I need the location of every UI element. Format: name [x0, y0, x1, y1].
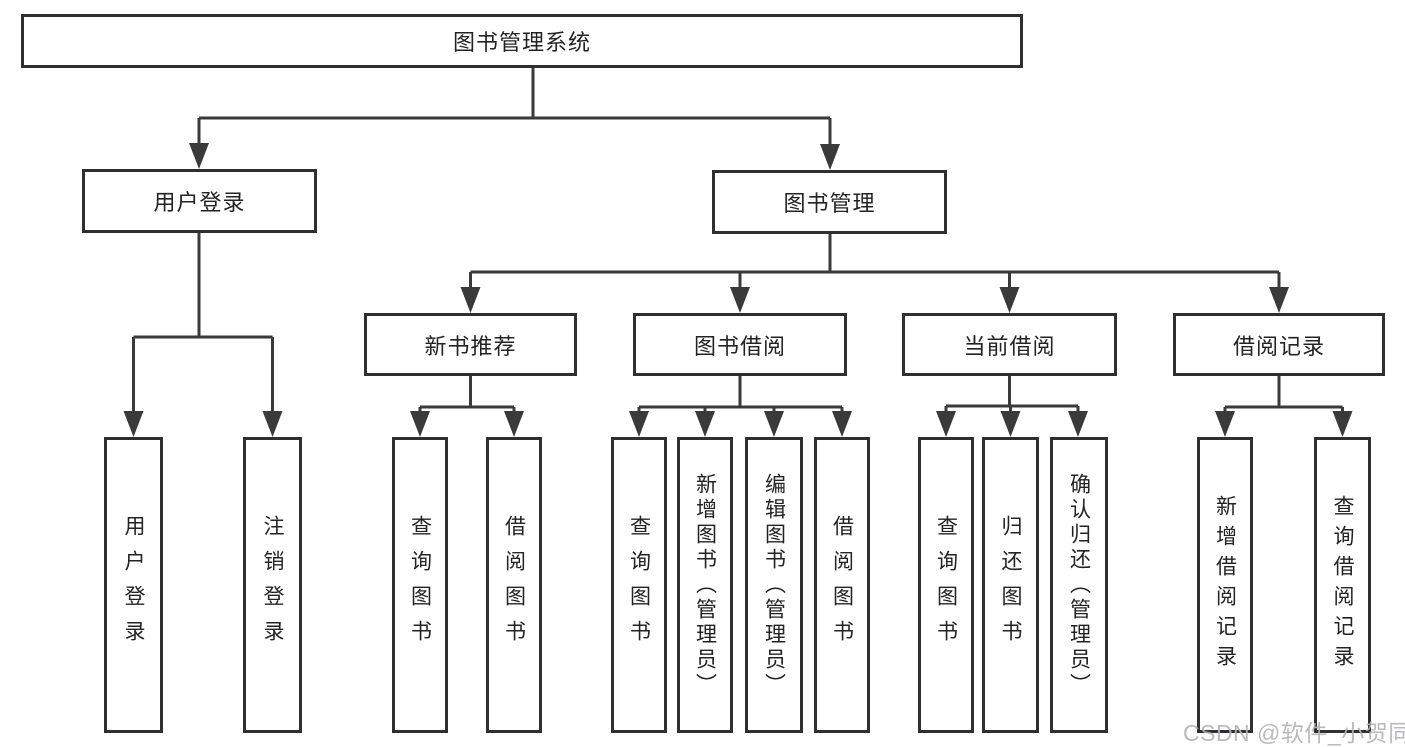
leaf-borrow-books: 借阅图书	[814, 437, 870, 733]
arrowhead-icon	[189, 143, 840, 170]
leaf-query-books-borrow: 查询图书	[611, 437, 667, 733]
leaf-logout-label: 注销登录	[261, 515, 284, 655]
node-current-borrow: 当前借阅	[902, 313, 1117, 376]
leaf-logout: 注销登录	[243, 437, 302, 733]
connector-book-borrow-children	[637, 376, 844, 418]
leaf-query-borrow-record-label: 查询借阅记录	[1331, 495, 1354, 675]
leaf-add-borrow-record: 新增借阅记录	[1197, 437, 1253, 733]
node-current-borrow-label: 当前借阅	[963, 333, 1056, 359]
connector-new-book-recommend-children	[418, 376, 516, 418]
arrowhead-icon	[123, 411, 1353, 437]
csdn-watermark: CSDN @软件_小贺同学	[1183, 720, 1405, 746]
leaf-return-books-label: 归还图书	[999, 515, 1022, 655]
node-root: 图书管理系统	[21, 14, 1023, 68]
leaf-query-books-recommend-label: 查询图书	[408, 515, 432, 655]
leaf-borrow-books-label: 借阅图书	[830, 515, 854, 655]
node-user-login-label: 用户登录	[153, 190, 246, 215]
leaf-query-books-borrow-label: 查询图书	[627, 515, 651, 655]
node-user-login: 用户登录	[82, 169, 317, 233]
leaf-add-books-admin-label: 新增图书（管理员）	[693, 472, 717, 698]
leaf-user-login-label: 用户登录	[122, 515, 145, 655]
node-book-borrow-label: 图书借阅	[693, 333, 786, 359]
arrowhead-icon	[460, 287, 1289, 313]
leaf-borrow-books-recommend-label: 借阅图书	[502, 515, 526, 655]
node-book-management: 图书管理	[712, 170, 947, 234]
node-book-management-label: 图书管理	[783, 191, 876, 216]
leaf-user-login: 用户登录	[104, 437, 163, 733]
leaf-add-books-admin: 新增图书（管理员）	[677, 437, 733, 733]
leaf-edit-books-admin-label: 编辑图书（管理员）	[762, 472, 786, 698]
leaf-confirm-return-admin: 确认归还（管理员）	[1050, 437, 1108, 733]
leaf-query-books-current: 查询图书	[918, 437, 974, 733]
leaf-query-books-recommend: 查询图书	[392, 437, 448, 733]
leaf-add-borrow-record-label: 新增借阅记录	[1213, 495, 1237, 675]
connector-book-management-children	[469, 234, 1281, 294]
leaf-query-books-current-label: 查询图书	[934, 515, 958, 655]
leaf-return-books: 归还图书	[982, 437, 1039, 733]
node-new-book-recommend-label: 新书推荐	[424, 333, 517, 359]
node-book-borrow: 图书借阅	[633, 313, 847, 376]
leaf-edit-books-admin: 编辑图书（管理员）	[745, 437, 803, 733]
node-borrow-records-label: 借阅记录	[1232, 333, 1325, 359]
connector-borrow-records-children	[1223, 376, 1344, 418]
leaf-query-borrow-record: 查询借阅记录	[1314, 437, 1371, 733]
leaf-confirm-return-admin-label: 确认归还（管理员）	[1067, 472, 1091, 698]
leaf-borrow-books-recommend: 借阅图书	[486, 437, 542, 733]
connector-root-to-level2	[197, 68, 832, 151]
node-root-label: 图书管理系统	[452, 30, 591, 55]
node-borrow-records: 借阅记录	[1173, 313, 1385, 376]
connector-user-login-children	[132, 233, 274, 418]
node-new-book-recommend: 新书推荐	[364, 313, 577, 376]
